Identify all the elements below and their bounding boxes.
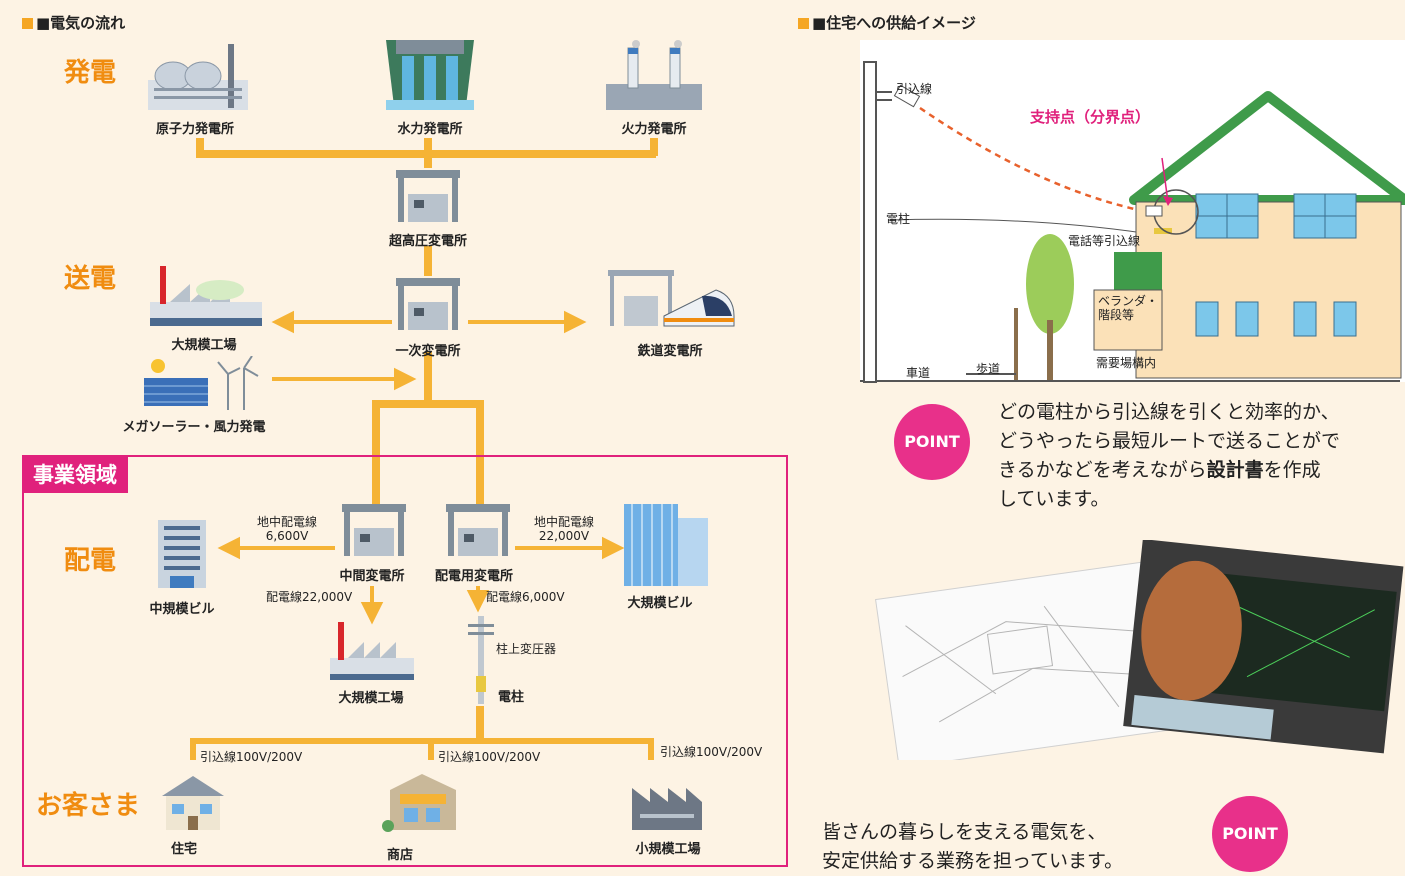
thermal-label: 火力発電所: [621, 122, 687, 137]
house-icon: [162, 776, 224, 830]
service-bus: [190, 738, 652, 744]
pole-transformer-label: 柱上変圧器: [496, 642, 557, 656]
primary-substation-icon: [396, 278, 460, 330]
stage-generation: 発電: [64, 58, 117, 88]
house-supply-illustration: [860, 40, 1405, 383]
point1-line3: きるかなどを考えながら設計書を作成: [998, 456, 1403, 485]
service-line-3: 引込線100V/200V: [660, 745, 763, 759]
service-line-1: 引込線100V/200V: [200, 750, 303, 764]
point1-line2: どうやったら最短ルートで送ることがで: [998, 430, 1341, 452]
hydro-label: 水力発電所: [397, 122, 463, 137]
line: [650, 138, 658, 156]
dist-substation-icon: [446, 504, 510, 556]
support-point-label: 支持点（分界点）: [1030, 108, 1151, 126]
supply-title: ■住宅への供給イメージ: [798, 12, 976, 33]
point1-line1: どの電柱から引込線を引くと効率的か、: [998, 401, 1340, 423]
ultra-substation-label: 超高圧変電所: [388, 234, 467, 249]
phone-line-label: 電話等引込線: [1068, 234, 1141, 248]
underground-right-line1: 地中配電線: [533, 515, 594, 529]
large-factory-icon: [150, 266, 262, 326]
railway-substation-label: 鉄道変電所: [637, 344, 703, 359]
large-factory-bottom-icon: [330, 622, 414, 680]
line: [196, 138, 204, 156]
large-building-label: 大規模ビル: [627, 596, 693, 611]
underground-right-line2: 22,000V: [538, 529, 590, 543]
ultra-substation-icon: [396, 170, 460, 222]
point2-line2: 安定供給する業務を担っています。: [822, 850, 1124, 872]
shop-label: 商店: [386, 848, 413, 863]
mid-substation-label: 中間変電所: [339, 569, 405, 584]
dist-6000-label: 配電線6,000V: [486, 590, 565, 604]
mid-building-label: 中規模ビル: [149, 602, 215, 617]
pole-label: 電柱: [498, 690, 525, 705]
line: [424, 246, 432, 276]
service-line-2: 引込線100V/200V: [438, 750, 541, 764]
supply-pole-label: 電柱: [886, 212, 911, 226]
point-badge-2: POINT: [1212, 796, 1288, 872]
nuclear-label: 原子力発電所: [155, 122, 234, 137]
point-badge-1: POINT: [894, 404, 970, 480]
premises-label: 需要場構内: [1096, 356, 1157, 370]
line: [476, 400, 484, 504]
veranda-line2: 階段等: [1098, 308, 1135, 322]
mid-substation-icon: [342, 504, 406, 556]
point1-emphasis: 設計書: [1206, 459, 1264, 481]
point1-line3a: きるかなどを考えながら: [998, 459, 1207, 481]
shop-icon: [382, 774, 456, 832]
flow-arrows: [217, 310, 625, 625]
point2-line1: 皆さんの暮らしを支える電気を、: [822, 821, 1107, 843]
line: [424, 138, 432, 168]
stage-customer: お客さま: [36, 791, 141, 821]
primary-substation-label: 一次変電所: [395, 344, 461, 359]
design-photos: [875, 540, 1404, 760]
railway-substation-icon: [608, 270, 735, 327]
stage-distribution: 配電: [64, 546, 117, 576]
service-line-label: 引込線: [896, 82, 933, 96]
small-factory-label: 小規模工場: [635, 842, 701, 857]
underground-right-label: 地中配電線 22,000V: [528, 515, 600, 543]
large-building-icon: [624, 504, 708, 586]
line: [424, 352, 432, 404]
stage-transmission: 送電: [64, 264, 117, 294]
mega-solar-icon: [144, 356, 259, 410]
small-factory-icon: [632, 788, 702, 830]
utility-pole-icon: [468, 616, 494, 704]
underground-left-line2: 6,600V: [265, 529, 309, 543]
line: [372, 400, 380, 504]
line: [372, 400, 484, 408]
veranda-line1: ベランダ・: [1098, 294, 1159, 308]
business-area-tag: 事業領域: [22, 455, 128, 493]
flow-title-text: ■電気の流れ: [36, 14, 126, 32]
point1-text: どの電柱から引込線を引くと効率的か、 どうやったら最短ルートで送ることがで きる…: [998, 398, 1403, 514]
line: [428, 738, 434, 760]
dist-substation-label: 配電用変電所: [434, 569, 513, 584]
underground-left-line1: 地中配電線: [256, 515, 317, 529]
point1-line4: しています。: [998, 488, 1110, 510]
nuclear-plant-icon: [148, 44, 248, 110]
point1-line3c: を作成: [1263, 459, 1321, 481]
sidewalk-label: 歩道: [976, 362, 1001, 376]
line: [648, 738, 654, 760]
mid-building-icon: [158, 520, 206, 588]
hydro-dam-icon: [386, 40, 474, 110]
supply-title-text: ■住宅への供給イメージ: [812, 14, 976, 32]
point2-text: 皆さんの暮らしを支える電気を、 安定供給する業務を担っています。: [822, 818, 1202, 876]
mega-solar-label: メガソーラー・風力発電: [122, 420, 266, 435]
underground-left-label: 地中配電線 6,600V: [252, 515, 322, 543]
flow-title: ■電気の流れ: [22, 12, 125, 33]
line: [476, 706, 484, 742]
business-area-box: [22, 455, 788, 867]
veranda-label: ベランダ・ 階段等: [1098, 294, 1158, 322]
house-label: 住宅: [170, 842, 197, 857]
line: [190, 738, 196, 760]
large-factory-bottom-label: 大規模工場: [338, 691, 404, 706]
road-label: 車道: [906, 366, 931, 380]
dist-22000-label: 配電線22,000V: [266, 590, 353, 604]
thermal-plant-icon: [606, 40, 702, 110]
large-factory-top-label: 大規模工場: [171, 338, 237, 353]
